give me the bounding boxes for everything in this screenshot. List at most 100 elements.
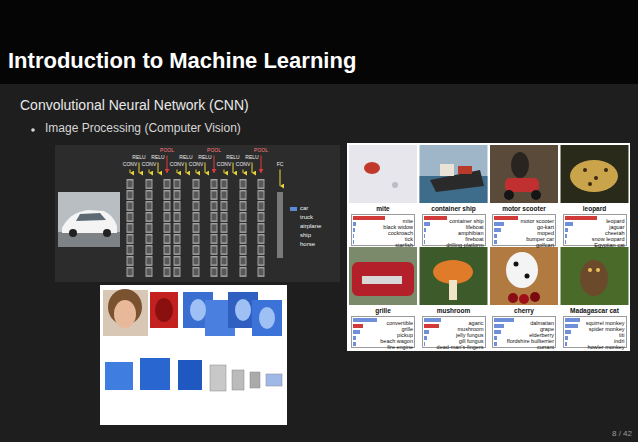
bullet-text: Image Processing (Computer Vision) bbox=[45, 122, 241, 136]
cnn-diagram bbox=[55, 145, 340, 282]
face-pipeline-figure bbox=[250, 372, 260, 388]
confidence-bar bbox=[565, 234, 567, 237]
prediction-label: black widow bbox=[383, 224, 414, 230]
prediction-label: container ship bbox=[449, 218, 484, 224]
prediction-row: leopard bbox=[564, 215, 626, 221]
prediction-label: amphibian bbox=[458, 230, 484, 236]
feature-map-stack bbox=[164, 179, 171, 278]
confidence-bar bbox=[424, 216, 448, 219]
classification-grid bbox=[430, 170, 484, 192]
layer-label: POOL bbox=[254, 148, 268, 154]
prediction-label: spider monkey bbox=[589, 326, 626, 332]
prediction-label: gill fungus bbox=[459, 338, 485, 344]
confidence-bar bbox=[565, 228, 568, 231]
classification-grid bbox=[561, 247, 629, 305]
confidence-bar bbox=[424, 240, 425, 243]
face-pipeline-figure bbox=[259, 307, 275, 329]
prediction-label: titi bbox=[619, 332, 626, 338]
classification-grid bbox=[511, 152, 529, 178]
layer-arrow bbox=[243, 170, 244, 174]
feature-map-stack bbox=[127, 179, 134, 278]
confidence-bar bbox=[424, 234, 426, 237]
image-tile: mitemiteblack widowcockroachtickstarfish bbox=[349, 145, 417, 246]
confidence-bar bbox=[565, 336, 568, 339]
layer-label: POOL bbox=[207, 148, 221, 154]
prediction-label: cheetah bbox=[605, 230, 626, 236]
classification-grid bbox=[449, 280, 457, 300]
layer-arrow bbox=[252, 163, 253, 174]
confidence-bar bbox=[353, 216, 385, 219]
classification-grid bbox=[362, 276, 402, 284]
prediction-label: howler monkey bbox=[588, 344, 626, 350]
class-caption: grille bbox=[349, 307, 417, 315]
layer-arrow bbox=[167, 156, 168, 174]
classification-grid bbox=[440, 164, 454, 176]
class-label: airplane bbox=[300, 223, 321, 230]
class-label: car bbox=[300, 205, 308, 212]
confidence-bar bbox=[494, 324, 504, 327]
feature-map-stack bbox=[240, 179, 247, 278]
layer-arrow bbox=[149, 170, 150, 174]
confidence-bar bbox=[424, 318, 441, 321]
confidence-bar bbox=[565, 222, 574, 225]
prediction-label: moped bbox=[537, 230, 555, 236]
image-tile: mushroomagaricmushroomjelly fungusgill f… bbox=[420, 247, 488, 348]
layer-label: POOL bbox=[160, 148, 174, 154]
class-caption: container ship bbox=[420, 205, 488, 213]
classification-grid bbox=[505, 178, 539, 192]
confidence-bar bbox=[353, 318, 377, 321]
prediction-row: squirrel monkey bbox=[564, 317, 626, 323]
layer-arrow bbox=[177, 170, 178, 174]
prediction-label: ffordshire bullterrier bbox=[507, 338, 555, 344]
feature-map-stack bbox=[146, 179, 153, 278]
feature-map-stack bbox=[211, 179, 218, 278]
layer-arrow bbox=[205, 163, 206, 174]
feature-map-stack bbox=[277, 192, 283, 258]
classification-grid bbox=[525, 274, 530, 279]
cnn-diagram bbox=[103, 229, 111, 237]
prediction-label: drilling platform bbox=[446, 242, 484, 248]
feature-map-stack bbox=[127, 179, 298, 278]
confidence-bar bbox=[494, 222, 504, 225]
confidence-bar bbox=[353, 222, 356, 225]
cnn-diagram bbox=[76, 213, 106, 221]
classification-grid bbox=[583, 168, 587, 172]
confidence-bar bbox=[565, 240, 566, 243]
layer-label: CONV bbox=[217, 162, 231, 168]
face-pipeline-figure bbox=[114, 300, 136, 328]
prediction-label: lifeboat bbox=[466, 224, 485, 230]
slide-title: Introduction to Machine Learning bbox=[8, 48, 356, 73]
prediction-label: dalmatian bbox=[530, 320, 555, 326]
prediction-row: dalmatian bbox=[493, 317, 555, 323]
feature-map-stack bbox=[193, 179, 200, 278]
image-tile: motor scootermotor scootergo-kartmopedbu… bbox=[490, 145, 558, 246]
classification-grid bbox=[604, 168, 608, 172]
layer-arrow bbox=[233, 163, 234, 174]
image-tile: leopardleopardjaguarcheetahsnow leopardE… bbox=[561, 145, 629, 246]
classification-grid bbox=[519, 294, 529, 304]
prediction-label: mite bbox=[403, 218, 414, 224]
prediction-list: agaricmushroomjelly fungusgill fungusdea… bbox=[422, 316, 486, 348]
prediction-label: snow leopard bbox=[592, 236, 626, 242]
layer-label: RELU bbox=[132, 155, 145, 161]
classification-grid bbox=[458, 166, 472, 174]
class-label: horse bbox=[300, 241, 315, 248]
prediction-list: leopardjaguarcheetahsnow leopardEgyptian… bbox=[563, 214, 627, 246]
slide-background bbox=[0, 0, 638, 84]
layer-label: RELU bbox=[151, 155, 164, 161]
face-pipeline-figure bbox=[155, 298, 173, 322]
class-caption: mushroom bbox=[420, 307, 488, 315]
section-heading: Convolutional Neural Network (CNN) bbox=[20, 97, 249, 113]
prediction-label: leopard bbox=[606, 218, 625, 224]
classification-grid bbox=[596, 268, 600, 272]
cnn-diagram bbox=[58, 192, 120, 247]
prediction-row: convertible bbox=[352, 317, 414, 323]
face-pipeline-figure bbox=[252, 300, 282, 336]
prediction-list: squirrel monkey spider monkeytitiindrihow… bbox=[563, 316, 627, 348]
prediction-label: indri bbox=[614, 338, 625, 344]
confidence-bar bbox=[494, 342, 497, 345]
layer-label: RELU bbox=[245, 155, 258, 161]
prediction-label: cockroach bbox=[388, 230, 414, 236]
prediction-list: container shiplifeboatamphibianfireboatd… bbox=[422, 214, 486, 246]
